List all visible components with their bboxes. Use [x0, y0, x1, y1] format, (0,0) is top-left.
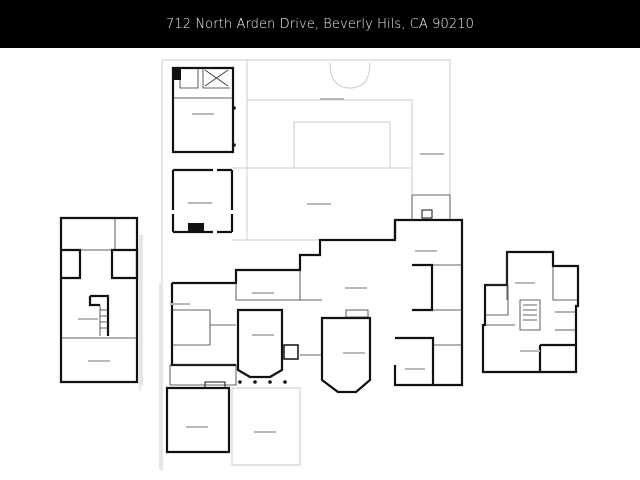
title-bar: 712 North Arden Drive, Beverly Hils, CA … — [0, 0, 640, 48]
pool — [293, 62, 391, 169]
room-label-marks — [78, 98, 540, 433]
property-address-title: 712 North Arden Drive, Beverly Hils, CA … — [166, 16, 474, 32]
main-house — [169, 194, 464, 394]
guest-house — [171, 66, 236, 154]
garage — [165, 381, 231, 454]
upper-floor-plan — [481, 250, 580, 374]
lower-floor-plan — [59, 216, 143, 385]
cabana — [171, 168, 234, 234]
property-boundary-lines — [139, 59, 451, 470]
